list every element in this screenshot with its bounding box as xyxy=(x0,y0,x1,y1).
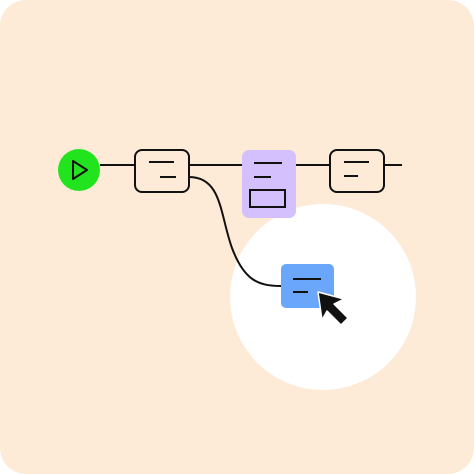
arrow-cursor-icon xyxy=(317,291,349,326)
step-node-2-box[interactable] xyxy=(242,150,296,218)
start-node[interactable] xyxy=(58,149,100,191)
step-node-1[interactable] xyxy=(134,149,190,193)
connector-step-1-to-branch xyxy=(188,176,282,287)
step-node-1-box[interactable] xyxy=(134,149,190,193)
start-node-circle[interactable] xyxy=(58,149,100,191)
step-node-2-input-field[interactable] xyxy=(249,189,286,208)
step-node-2-selected[interactable] xyxy=(242,150,296,218)
step-node-3[interactable] xyxy=(329,149,385,193)
step-node-3-box[interactable] xyxy=(329,149,385,193)
play-icon xyxy=(72,160,88,180)
